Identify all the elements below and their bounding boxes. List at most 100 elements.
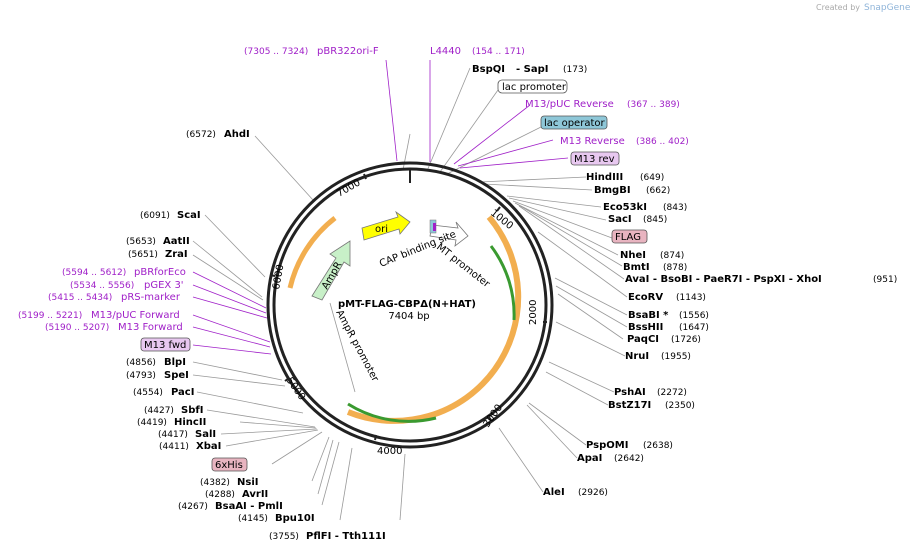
sapi-name: SapI [524, 64, 549, 75]
bsshii-label[interactable]: BssHII [628, 322, 663, 333]
credit-brand[interactable]: SnapGene [864, 3, 911, 13]
sapi-label[interactable]: - SapI [516, 64, 548, 75]
prs-marker-label[interactable]: pRS-marker [121, 292, 181, 303]
bmti-label[interactable]: BmtI [623, 262, 650, 273]
bpu10i-pos: (4145) [238, 514, 268, 524]
paci-pos: (4554) [133, 388, 163, 398]
nrui-pos: (1955) [661, 352, 691, 362]
m13puc-fwd-label[interactable]: M13/pUC Forward [91, 310, 180, 321]
pspomi-pos: (2638) [643, 441, 673, 451]
sali-label[interactable]: SalI [195, 429, 216, 440]
m13-rev-box[interactable] [570, 151, 620, 166]
sbfi-label[interactable]: SbfI [181, 405, 203, 416]
prs-marker-pos: (5415 .. 5434) [48, 293, 112, 303]
pspomi-label[interactable]: PspOMI [586, 440, 628, 451]
lac-promoter-label: lac promoter [502, 82, 567, 93]
spei-label[interactable]: SpeI [164, 370, 189, 381]
alei-label[interactable]: AleI [543, 487, 565, 498]
ecorv-pos: (1143) [676, 293, 706, 303]
avrii-pos: (4288) [205, 490, 235, 500]
paci-label[interactable]: PacI [171, 387, 194, 398]
l4440-pos: (154 .. 171) [472, 47, 525, 57]
m13-fwd-label: M13 fwd [144, 340, 186, 351]
pgex3-label[interactable]: pGEX 3' [144, 280, 184, 291]
hindiii-pos: (649) [640, 173, 664, 183]
his-label: 6xHis [215, 460, 243, 471]
plasmid-length: 7404 bp [388, 311, 429, 322]
lac-operator-box[interactable] [540, 115, 608, 130]
flag-box[interactable] [611, 229, 648, 244]
m13puc-rev-label[interactable]: M13/pUC Reverse [525, 99, 614, 110]
pshai-label[interactable]: PshAI [614, 387, 646, 398]
tick-2000: 2000 [528, 300, 539, 325]
m13-fwd-box[interactable] [140, 337, 191, 352]
his-box[interactable] [211, 457, 248, 472]
mt-promoter-label: MT promoter [434, 242, 492, 291]
aatii-pos: (5653) [126, 237, 156, 247]
sapi-pos: (173) [563, 65, 587, 75]
sbfi-pos: (4427) [144, 406, 174, 416]
aatii-label[interactable]: AatII [163, 236, 190, 247]
saci-label[interactable]: SacI [608, 214, 632, 225]
scai-label[interactable]: ScaI [177, 210, 201, 221]
pgex3-pos: (5534 .. 5556) [70, 281, 134, 291]
sali-pos: (4417) [158, 430, 188, 440]
zrai-label[interactable]: ZraI [165, 249, 188, 260]
green-arc-right[interactable] [489, 245, 516, 321]
credit-prefix: Created by [816, 3, 860, 12]
nsii-label[interactable]: NsiI [237, 477, 258, 488]
hincii-label[interactable]: HincII [174, 417, 206, 428]
tick-6000: 6000 [271, 264, 286, 291]
pmli-group[interactable]: BsaAI - PmlI [215, 501, 283, 512]
pflfi-pos: (3755) [269, 532, 299, 542]
nrui-label[interactable]: NruI [625, 351, 649, 362]
xbai-pos: (4411) [159, 442, 189, 452]
lac-operator-label: lac operator [544, 118, 605, 129]
xhoi-group[interactable]: AvaI - BsoBI - PaeR7I - PspXI - XhoI [625, 274, 822, 285]
ampr-arrow[interactable] [311, 240, 351, 301]
avrii-label[interactable]: AvrII [242, 489, 268, 500]
ecorv-label[interactable]: EcoRV [628, 292, 663, 303]
primer-tick-a[interactable] [433, 223, 436, 231]
green-arc-bottom[interactable] [347, 402, 437, 423]
ampr-promoter-label: AmpR promoter [333, 308, 380, 384]
bmgbi-label[interactable]: BmgBI [594, 185, 631, 196]
lac-promoter-box[interactable] [497, 79, 568, 94]
bsabi-label[interactable]: BsaBI * [628, 310, 669, 321]
bpu10i-label[interactable]: Bpu10I [275, 513, 315, 524]
tick-3000: 3000 [481, 403, 505, 430]
cds-arc-left[interactable] [287, 216, 337, 289]
bmti-pos: (878) [663, 263, 687, 273]
zrai-pos: (5651) [128, 250, 158, 260]
l4440-label[interactable]: L4440 [430, 46, 461, 57]
bstz17i-label[interactable]: BstZ17I [608, 400, 651, 411]
nhei-pos: (874) [660, 251, 684, 261]
pbr322ori-label[interactable]: pBR322ori-F [317, 46, 379, 57]
bsabi-pos: (1556) [679, 311, 709, 321]
ahdi-label[interactable]: AhdI [224, 129, 250, 140]
hindiii-label[interactable]: HindIII [586, 172, 623, 183]
m13puc-fwd-pos: (5199 .. 5221) [18, 311, 82, 321]
m13-reverse-label[interactable]: M13 Reverse [560, 136, 625, 147]
bspqi-label[interactable]: BspQI [472, 64, 505, 75]
paqci-label[interactable]: PaqCI [627, 334, 659, 345]
eco53ki-label[interactable]: Eco53kI [603, 202, 647, 213]
m13-forward-pos: (5190 .. 5207) [45, 323, 109, 333]
mt-promoter-arrow[interactable] [429, 221, 469, 247]
blpi-pos: (4856) [126, 358, 156, 368]
xbai-label[interactable]: XbaI [196, 441, 221, 452]
ahdi-pos: (6572) [186, 130, 216, 140]
hincii-pos: (4419) [137, 418, 167, 428]
m13-forward-label[interactable]: M13 Forward [118, 322, 183, 333]
apai-label[interactable]: ApaI [577, 453, 602, 464]
pbrforeco-label[interactable]: pBRforEco [134, 267, 186, 278]
tth111i-group[interactable]: PflFI - Tth111I [306, 531, 386, 542]
ori-arrow[interactable] [361, 210, 411, 241]
pbr322ori-pos: (7305 .. 7324) [244, 47, 308, 57]
nhei-label[interactable]: NheI [620, 250, 646, 261]
bstz17i-pos: (2350) [665, 401, 695, 411]
m13-reverse-pos: (386 .. 402) [636, 137, 689, 147]
ampr-promoter-arrow [329, 302, 356, 393]
blpi-label[interactable]: BlpI [164, 357, 186, 368]
